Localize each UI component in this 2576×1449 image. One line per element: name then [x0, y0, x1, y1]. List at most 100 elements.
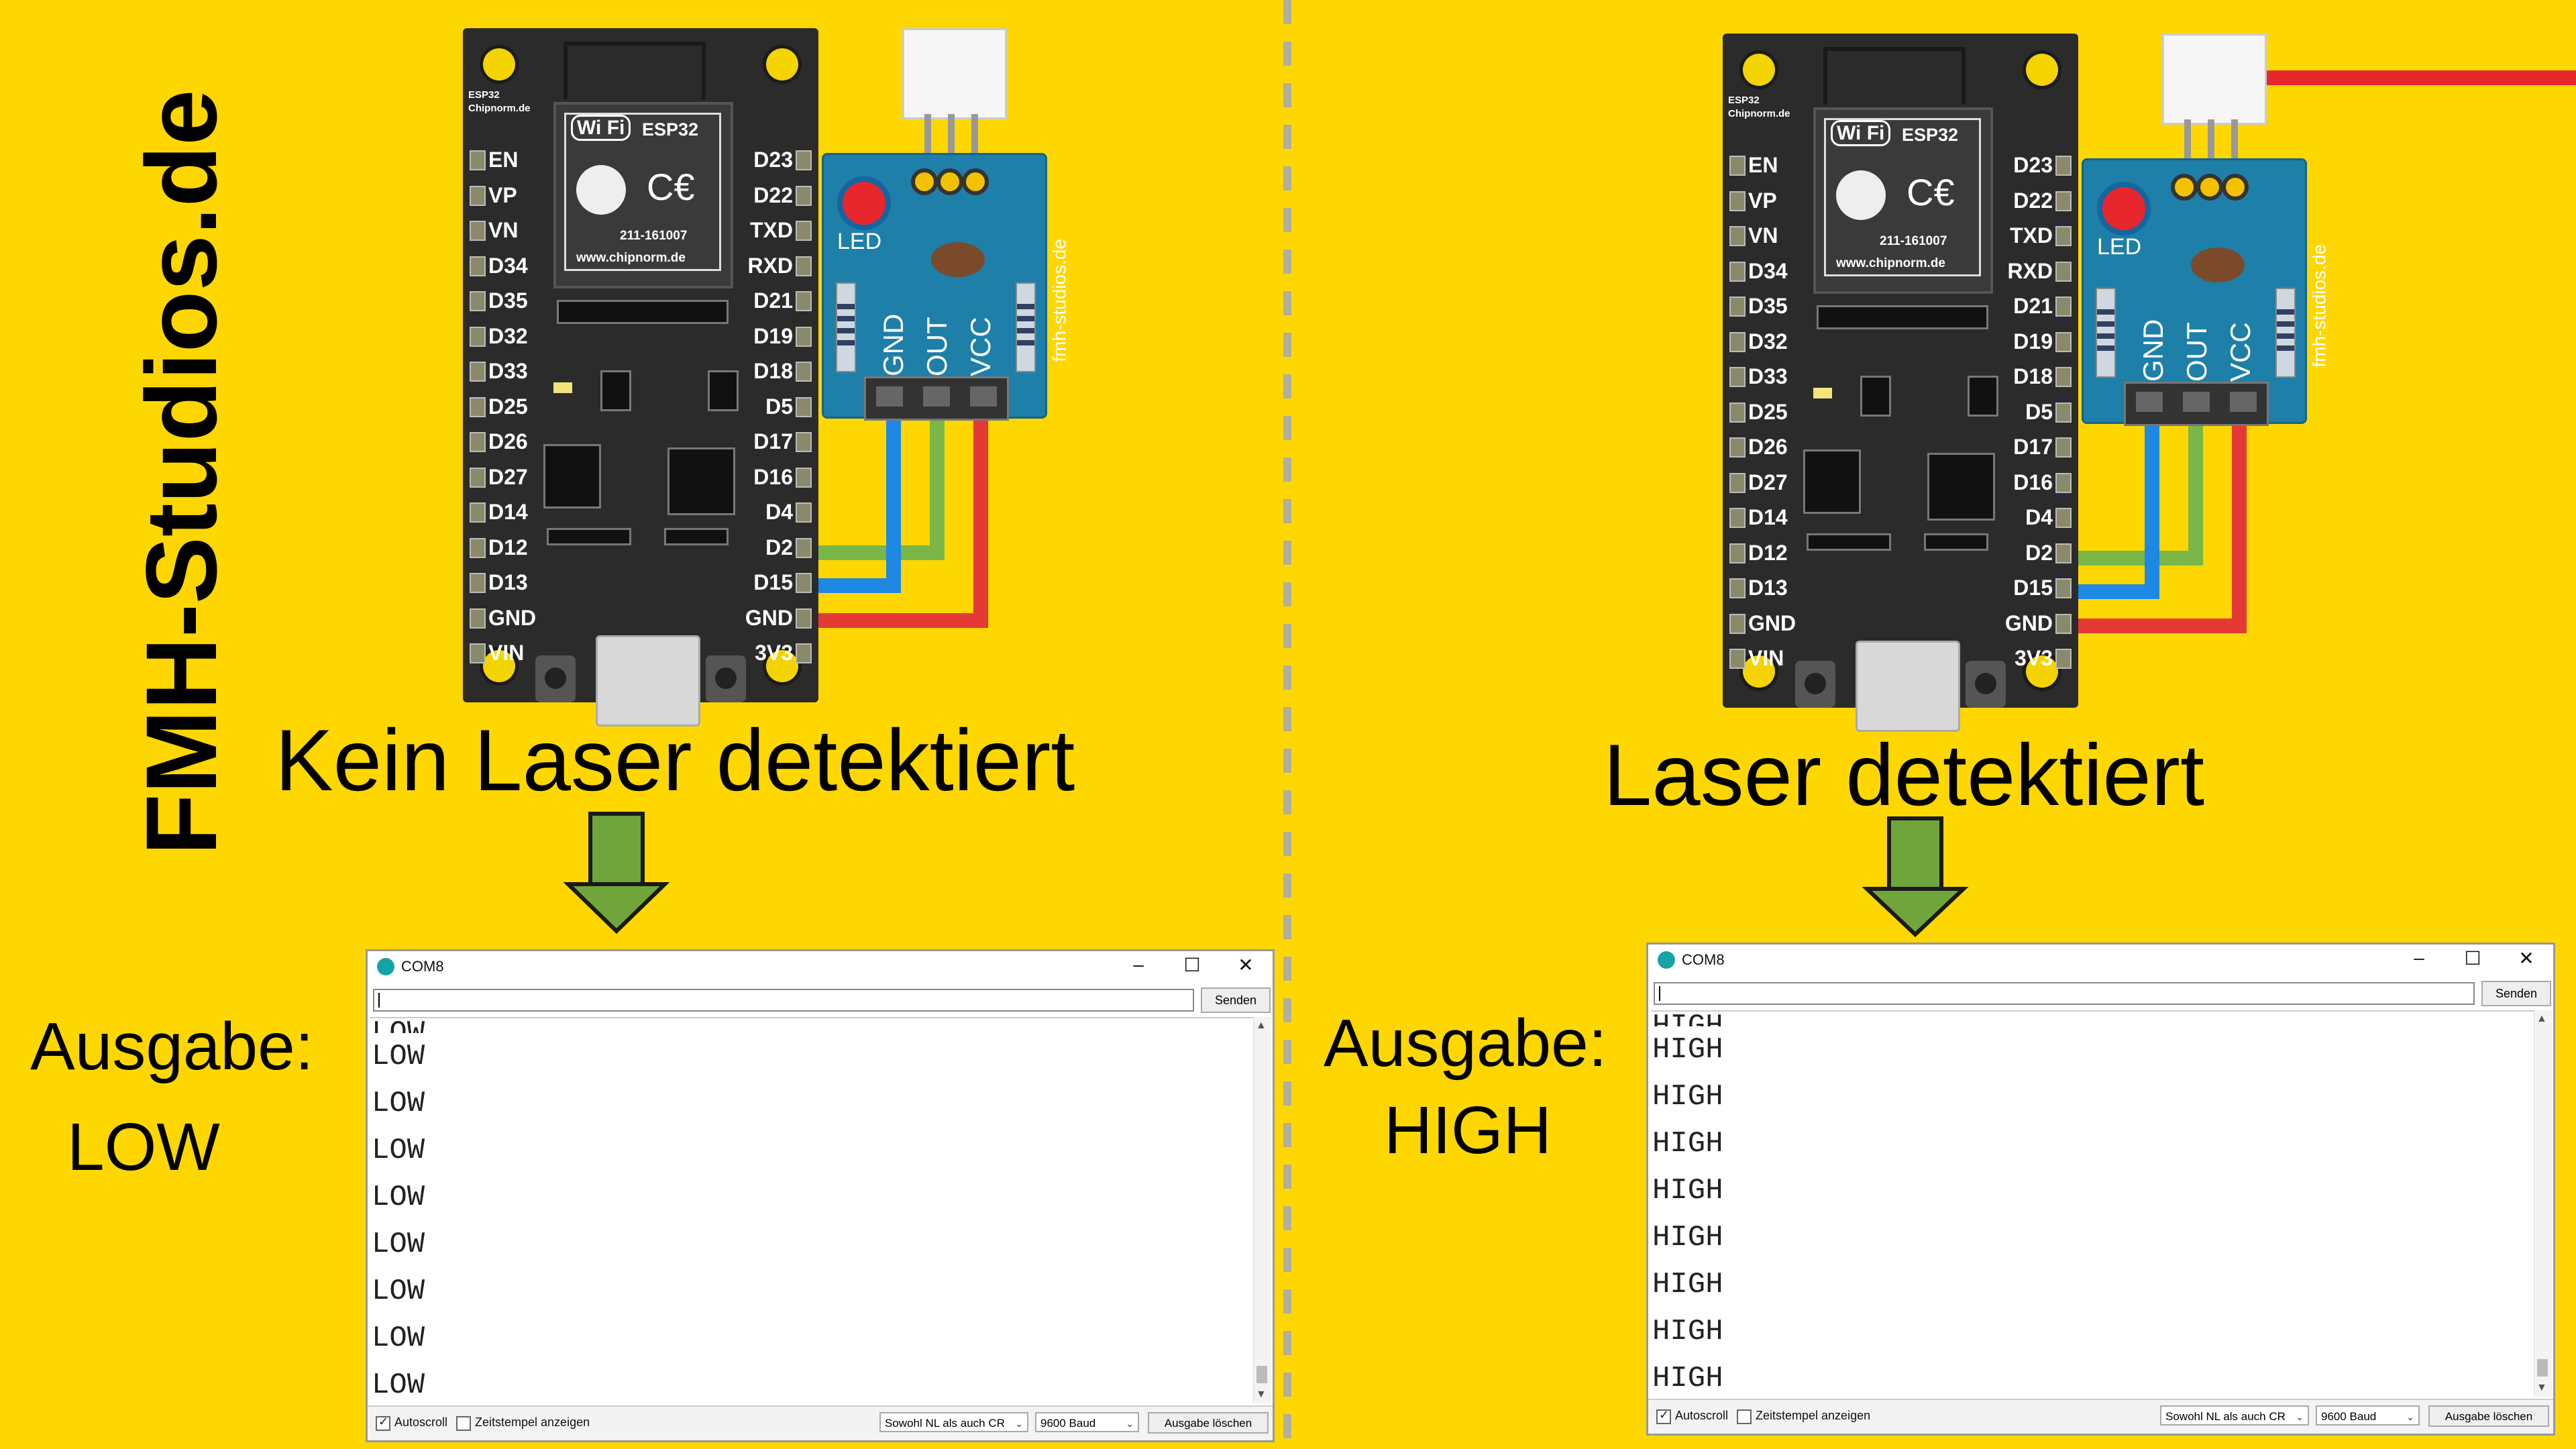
timestamp-checkbox[interactable] — [1737, 1409, 1752, 1424]
wire-out — [2055, 415, 2203, 566]
scroll-down-icon[interactable]: ▼ — [1256, 1389, 1267, 1400]
sensor-pin-out: OUT — [921, 317, 953, 376]
pin-label-right: D15 — [2013, 576, 2053, 600]
pin-pad — [796, 608, 812, 629]
close-icon[interactable]: ✕ — [1238, 955, 1254, 975]
sensor-pin-gnd: GND — [877, 313, 909, 376]
maximize-icon[interactable]: ☐ — [1183, 955, 1201, 975]
pin-pad — [796, 467, 812, 488]
pin-label-right: D4 — [765, 500, 793, 524]
check-icon: ✓ — [1659, 1408, 1670, 1421]
pin-pad — [2055, 402, 2072, 423]
pin-pad — [1729, 226, 1746, 246]
output-line: HIGH — [1652, 1127, 1723, 1161]
maximize-icon[interactable]: ☐ — [2464, 948, 2481, 969]
pin-pad — [2055, 367, 2072, 387]
en-button — [535, 655, 576, 702]
sensor-pin-vcc: VCC — [2224, 322, 2256, 382]
smd-row — [664, 528, 729, 545]
sensor-led-label: LED — [837, 229, 882, 254]
scroll-thumb[interactable] — [1256, 1366, 1267, 1383]
pin-pad — [2055, 613, 2072, 634]
output-value: LOW — [67, 1110, 220, 1185]
pin-pad — [1729, 543, 1746, 564]
autoscroll-checkbox[interactable]: ✓ — [1656, 1408, 1671, 1424]
pin-pad — [2055, 472, 2072, 493]
receiver-leg — [971, 114, 978, 174]
send-input[interactable] — [1654, 982, 2475, 1005]
regulator-chip — [1803, 449, 1861, 514]
send-input[interactable] — [373, 989, 1194, 1012]
pin-pad — [2055, 578, 2072, 598]
output-value: HIGH — [1384, 1093, 1552, 1168]
clear-output-button[interactable]: Ausgabe löschen — [1148, 1412, 1269, 1434]
pin-pad — [1729, 191, 1746, 211]
pin-label-left: D26 — [1748, 435, 1788, 459]
output-line: LOW — [372, 1087, 425, 1120]
arduino-logo-icon — [377, 958, 394, 975]
title-bar: COM8 – ☐ ✕ — [1648, 945, 2553, 975]
scroll-up-icon[interactable]: ▲ — [1256, 1020, 1267, 1031]
pin-pad — [796, 396, 812, 417]
output-line: HIGH — [1652, 1362, 1723, 1395]
line-ending-select[interactable]: Sowohl NL als auch CR⌄ — [2160, 1405, 2309, 1426]
autoscroll-checkbox[interactable]: ✓ — [376, 1415, 390, 1431]
output-line: LOW — [372, 1134, 425, 1167]
smd-transistor — [1860, 376, 1891, 417]
pin-label-right: GND — [745, 605, 793, 630]
pin-label-right: D22 — [753, 182, 793, 207]
minimize-icon[interactable]: – — [1133, 954, 1144, 975]
output-line: HIGH — [1652, 1033, 1723, 1067]
module-frame — [564, 113, 721, 271]
chip-name: ESP32 — [642, 119, 699, 140]
module-frame — [1824, 118, 1981, 276]
line-ending-select[interactable]: Sowohl NL als auch CR⌄ — [879, 1412, 1028, 1432]
pin-pad — [796, 150, 812, 170]
pin-label-right: D2 — [2025, 540, 2053, 565]
clear-output-button[interactable]: Ausgabe löschen — [2428, 1405, 2549, 1427]
en-button — [1795, 661, 1835, 708]
pin-label-left: D35 — [488, 288, 528, 313]
pin-label-right: D17 — [2013, 435, 2053, 459]
scroll-up-icon[interactable]: ▲ — [2536, 1013, 2547, 1024]
pin-pad — [1729, 367, 1746, 387]
send-button[interactable]: Senden — [1201, 987, 1271, 1013]
baud-select[interactable]: 9600 Baud⌄ — [2316, 1405, 2420, 1426]
pin-pad — [1729, 261, 1746, 282]
minimize-icon[interactable]: – — [2414, 947, 2424, 968]
autoscroll-label: Autoscroll — [394, 1415, 448, 1429]
pin-label-right: D15 — [753, 570, 793, 594]
vertical-scrollbar[interactable]: ▲ ▼ — [2534, 1010, 2552, 1397]
pin-label-right: D18 — [753, 359, 793, 383]
scroll-down-icon[interactable]: ▼ — [2536, 1382, 2547, 1393]
vertical-scrollbar[interactable]: ▲ ▼ — [1253, 1017, 1271, 1403]
pin-pad — [470, 291, 486, 311]
pin-pad — [2055, 261, 2072, 282]
laser-receiver-head — [2162, 34, 2267, 125]
chevron-down-icon: ⌄ — [2406, 1411, 2414, 1422]
sensor-led-icon — [2102, 187, 2145, 230]
send-button[interactable]: Senden — [2481, 981, 2551, 1006]
timestamp-checkbox[interactable] — [456, 1416, 471, 1431]
pin-pad — [1729, 297, 1746, 317]
timestamp-label: Zeitstempel anzeigen — [475, 1415, 590, 1429]
close-icon[interactable]: ✕ — [2518, 948, 2534, 969]
pin-pad — [1729, 613, 1746, 634]
pin-label-left: D32 — [488, 323, 528, 348]
boot-button — [1966, 661, 2006, 708]
pin-pad — [796, 573, 812, 593]
pin-pad — [2055, 226, 2072, 246]
sensor-pin-out: OUT — [2181, 322, 2212, 382]
pin-pad — [796, 291, 812, 311]
ce-mark-icon: C€ — [1907, 171, 1955, 213]
pin-label-right: D19 — [753, 323, 793, 348]
potentiometer — [931, 242, 985, 277]
baud-select[interactable]: 9600 Baud⌄ — [1035, 1412, 1139, 1432]
pin-label-left: D25 — [488, 394, 528, 419]
sensor-url: fmh-studios.de — [2309, 244, 2330, 368]
scroll-thumb[interactable] — [2537, 1359, 2548, 1377]
mount-hole — [483, 48, 515, 80]
